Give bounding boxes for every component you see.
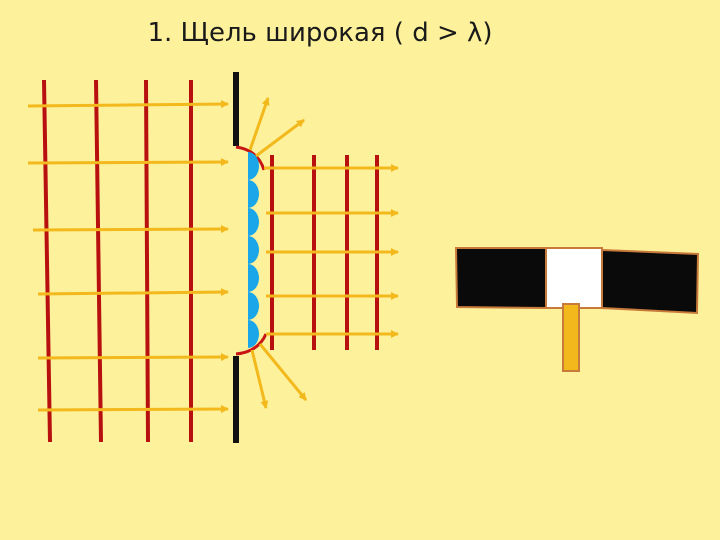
- screen-stand: [562, 303, 580, 372]
- observation-screen: [454, 247, 700, 372]
- diffracted-ray: [255, 118, 305, 158]
- screen-bright-band: [545, 247, 603, 309]
- secondary-source: [248, 264, 259, 292]
- incident-wavefront: [42, 79, 52, 443]
- incident-ray: [37, 353, 229, 362]
- diffracted-rays: [248, 97, 308, 409]
- incident-ray: [32, 225, 229, 234]
- secondary-sources: [248, 152, 259, 348]
- secondary-source: [248, 320, 259, 348]
- incident-wavefront: [144, 79, 150, 443]
- incident-rays: [27, 100, 229, 414]
- diffracted-ray: [258, 343, 308, 401]
- incident-wavefront: [94, 79, 103, 443]
- secondary-source: [248, 236, 259, 264]
- slide-title: 1. Щель широкая ( d > λ): [147, 18, 493, 48]
- incident-ray: [27, 158, 229, 167]
- secondary-source: [248, 152, 259, 180]
- secondary-source: [248, 208, 259, 236]
- secondary-source: [248, 292, 259, 320]
- transmitted-rays: [264, 164, 399, 338]
- slit-edge-bottom: [235, 333, 268, 356]
- screen-dark-right: [601, 248, 700, 315]
- secondary-source: [248, 180, 259, 208]
- diffracted-ray: [250, 349, 269, 409]
- screen-dark-left: [454, 247, 548, 310]
- incident-ray: [37, 288, 229, 297]
- incident-ray: [37, 405, 229, 414]
- slit-edge-top: [235, 145, 266, 171]
- incident-wavefronts: [42, 79, 193, 443]
- incident-ray: [27, 100, 229, 109]
- diffracted-ray: [248, 97, 270, 151]
